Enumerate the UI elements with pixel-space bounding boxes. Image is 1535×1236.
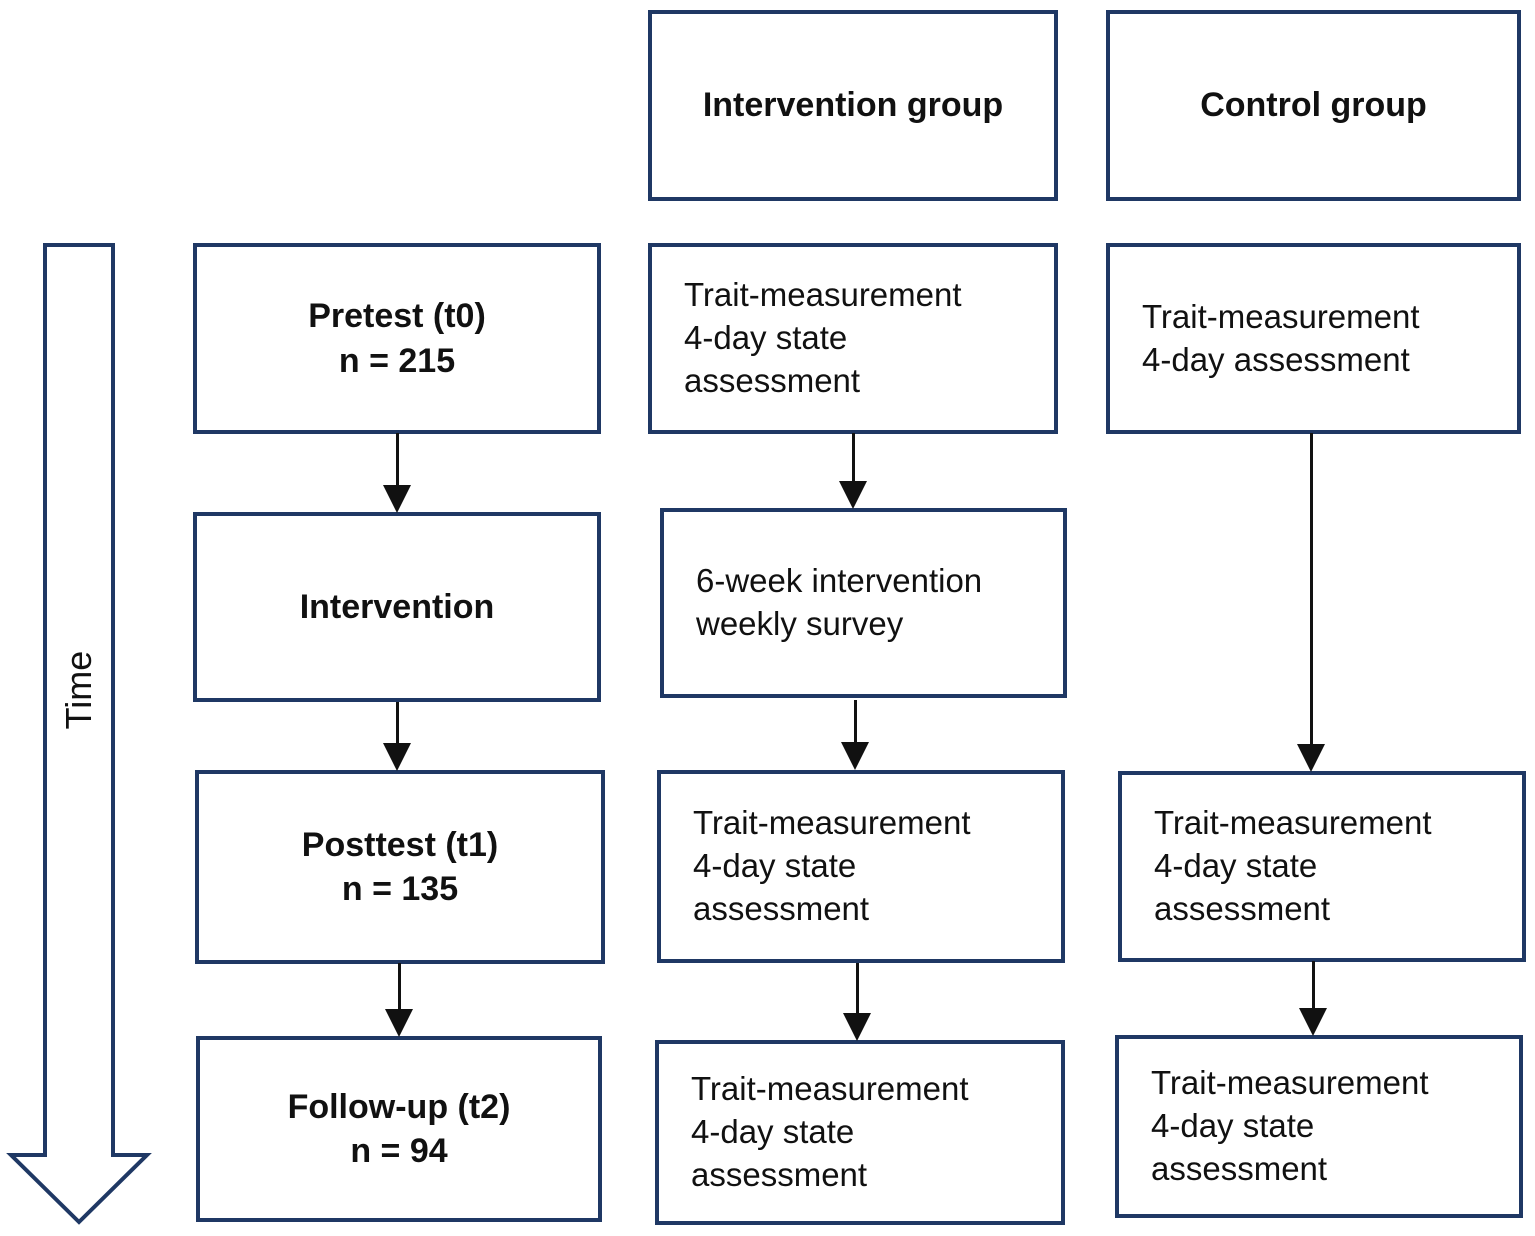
- header-control-group: Control group: [1106, 10, 1521, 201]
- arrow-ig-pretest-to-intervention: [839, 433, 867, 509]
- box-ig-follow-up-assessment: Trait-measurement 4-day state assessment: [655, 1040, 1065, 1225]
- time-axis-arrow: [6, 243, 152, 1225]
- box-cg-pretest-assessment: Trait-measurement 4-day assessment: [1106, 243, 1521, 434]
- arrow-cg-posttest-to-follow-up: [1299, 961, 1327, 1036]
- box-cg-posttest-label: Trait-measurement 4-day state assessment: [1154, 804, 1432, 927]
- box-cg-follow-up-label: Trait-measurement 4-day state assessment: [1151, 1064, 1429, 1187]
- box-posttest: Posttest (t1) n = 135: [195, 770, 605, 964]
- box-ig-posttest-label: Trait-measurement 4-day state assessment: [693, 804, 971, 927]
- box-pretest: Pretest (t0) n = 215: [193, 243, 601, 434]
- box-follow-up-label: Follow-up (t2) n = 94: [287, 1087, 511, 1170]
- box-ig-pretest-assessment: Trait-measurement 4-day state assessment: [648, 243, 1058, 434]
- box-ig-intervention: 6-week intervention weekly survey: [660, 508, 1067, 698]
- box-ig-follow-up-label: Trait-measurement 4-day state assessment: [691, 1070, 969, 1193]
- time-axis-label: Time: [58, 650, 99, 730]
- down-arrow-icon: [6, 243, 152, 1225]
- box-cg-follow-up-assessment: Trait-measurement 4-day state assessment: [1115, 1035, 1523, 1218]
- arrow-pretest-to-intervention: [383, 433, 411, 513]
- arrow-cg-pretest-to-posttest: [1297, 433, 1325, 772]
- box-pretest-label: Pretest (t0) n = 215: [308, 297, 486, 380]
- header-control-group-label: Control group: [1200, 86, 1427, 125]
- arrow-ig-intervention-to-posttest: [841, 700, 869, 770]
- arrow-posttest-to-follow-up: [385, 963, 413, 1037]
- arrow-ig-posttest-to-follow-up: [843, 963, 871, 1041]
- header-intervention-group: Intervention group: [648, 10, 1058, 201]
- header-intervention-group-label: Intervention group: [702, 86, 1004, 125]
- box-intervention-phase: Intervention: [193, 512, 601, 702]
- box-intervention-phase-label: Intervention: [299, 587, 495, 626]
- box-ig-posttest-assessment: Trait-measurement 4-day state assessment: [657, 770, 1065, 963]
- box-ig-intervention-label: 6-week intervention weekly survey: [696, 562, 983, 642]
- arrow-intervention-to-posttest: [383, 702, 411, 771]
- box-posttest-label: Posttest (t1) n = 135: [301, 825, 499, 908]
- box-ig-pretest-label: Trait-measurement 4-day state assessment: [684, 276, 962, 399]
- box-cg-pretest-label: Trait-measurement 4-day assessment: [1142, 297, 1420, 378]
- box-follow-up: Follow-up (t2) n = 94: [196, 1036, 602, 1222]
- box-cg-posttest-assessment: Trait-measurement 4-day state assessment: [1118, 771, 1526, 962]
